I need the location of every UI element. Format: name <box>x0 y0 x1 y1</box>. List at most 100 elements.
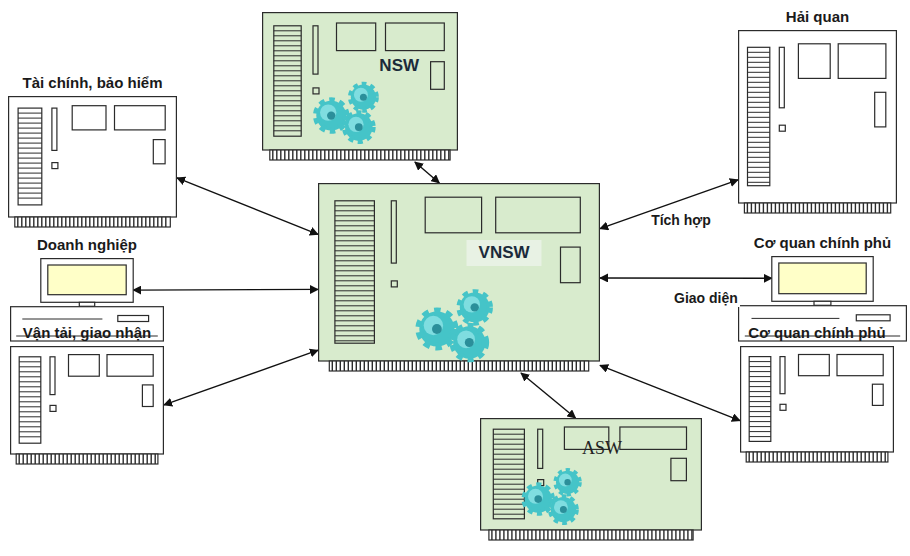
pin <box>815 203 816 213</box>
pin-strip <box>16 454 158 464</box>
slot-line <box>749 371 771 372</box>
chip <box>142 385 153 407</box>
slot-line <box>19 376 41 377</box>
pin <box>35 454 36 464</box>
gear <box>525 485 552 512</box>
connector-arrow <box>164 350 318 405</box>
slot-line <box>274 85 301 86</box>
node-label: Doanh nghiệp <box>10 236 164 254</box>
board-drawing <box>480 418 702 542</box>
unit-body <box>263 13 458 150</box>
slot-line <box>18 148 42 149</box>
chip <box>425 197 481 233</box>
slot-line <box>18 178 42 179</box>
slot-stack <box>335 201 375 343</box>
pin <box>763 203 764 213</box>
small-led <box>313 88 319 94</box>
pin <box>312 150 313 160</box>
pin <box>504 361 505 371</box>
pin <box>767 203 768 213</box>
pin <box>543 530 544 540</box>
chip <box>69 355 100 377</box>
pin <box>102 454 103 464</box>
pin <box>94 454 95 464</box>
pin <box>121 217 122 227</box>
drive-slot <box>752 318 840 319</box>
slot-line <box>274 50 301 51</box>
gear-hub <box>465 338 474 347</box>
pin <box>567 530 568 540</box>
vertical-slot <box>391 201 396 263</box>
small-led <box>391 281 397 287</box>
pin <box>511 530 512 540</box>
pin <box>591 530 592 540</box>
pin <box>611 530 612 540</box>
pin <box>146 454 147 464</box>
slot-line <box>274 100 301 101</box>
pin <box>639 530 640 540</box>
slot-line <box>19 411 41 412</box>
pin <box>785 452 786 462</box>
pin <box>133 217 134 227</box>
pin <box>651 530 652 540</box>
pin <box>66 454 67 464</box>
pin <box>324 150 325 160</box>
board-drawing <box>318 183 600 373</box>
pin <box>138 454 139 464</box>
slot-line <box>493 479 524 480</box>
slot-line <box>335 250 375 251</box>
pin <box>336 150 337 160</box>
slot-line <box>748 87 770 88</box>
nsw-board: NSW <box>262 12 458 162</box>
monitor-neck <box>814 301 831 305</box>
pin <box>801 452 802 462</box>
connector-arrow <box>600 277 772 279</box>
slot-line <box>18 158 42 159</box>
keyboard-base <box>739 306 907 341</box>
slot-line <box>335 230 375 231</box>
connector-arrow <box>521 373 576 418</box>
pin <box>831 203 832 213</box>
slot-line <box>493 444 524 445</box>
slot-line <box>274 55 301 56</box>
slot-line <box>335 295 375 296</box>
pin <box>871 203 872 213</box>
pin <box>110 454 111 464</box>
pin <box>122 454 123 464</box>
slot-line <box>335 205 375 206</box>
slot-line <box>493 439 524 440</box>
slot-line <box>749 376 771 377</box>
pin <box>536 361 537 371</box>
slot-line <box>493 434 524 435</box>
slot-line <box>335 330 375 331</box>
chip <box>799 355 830 376</box>
pin <box>416 361 417 371</box>
pin <box>556 361 557 371</box>
gear-shade <box>559 474 572 487</box>
pin <box>436 150 437 160</box>
pin <box>101 217 102 227</box>
pin <box>551 530 552 540</box>
pin <box>575 530 576 540</box>
slot-line <box>274 90 301 91</box>
pin <box>571 530 572 540</box>
gear <box>551 497 576 522</box>
pin <box>847 203 848 213</box>
pin <box>348 150 349 160</box>
pin <box>416 150 417 160</box>
chip <box>561 247 581 283</box>
server-box: Cơ quan chính phủ <box>740 324 894 464</box>
pin-strip <box>746 452 888 462</box>
slot-line <box>19 416 41 417</box>
vertical-slot <box>50 357 55 395</box>
pin <box>372 150 373 160</box>
pin <box>811 203 812 213</box>
gear-hub <box>471 303 479 311</box>
slot-line <box>748 142 770 143</box>
pin <box>73 217 74 227</box>
pin <box>396 361 397 371</box>
slot-line <box>19 406 41 407</box>
pin <box>472 361 473 371</box>
gear-hub <box>327 111 335 119</box>
pin <box>787 203 788 213</box>
